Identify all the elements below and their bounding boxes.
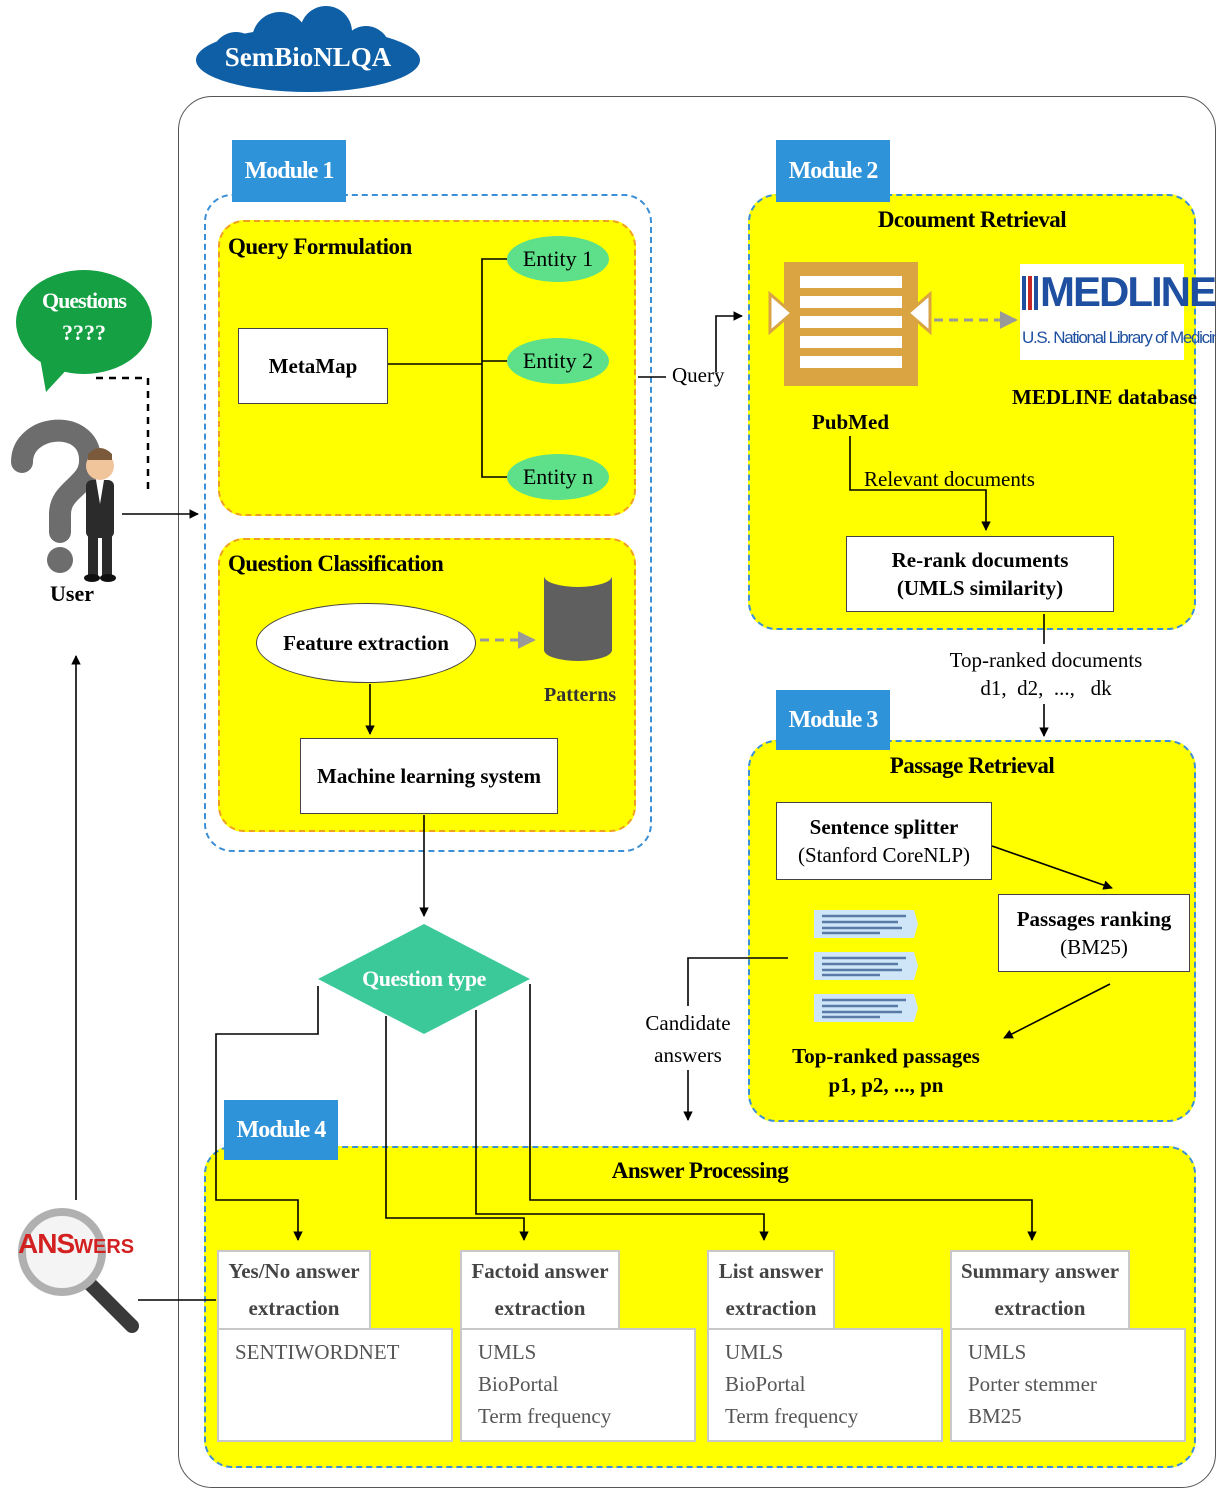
list-extraction-header: List answer extraction [707, 1250, 835, 1330]
passages-ranking-box: Passages ranking (BM25) [998, 894, 1190, 972]
candidate-answers-line1: Candidate [645, 1011, 731, 1035]
ranking-line1: Passages ranking [1016, 907, 1172, 931]
entity-2: Entity 2 [507, 338, 609, 384]
pubmed-label: PubMed [812, 410, 890, 434]
system-title: SemBioNLQA [224, 42, 392, 72]
top-passages-line1: Top-ranked passages [792, 1044, 980, 1068]
module3-title: Passage Retrieval [889, 753, 1055, 778]
candidate-answers-line2: answers [654, 1043, 722, 1067]
rerank-line1: Re-rank documents [891, 548, 1069, 572]
summary-item: Porter stemmer [968, 1372, 1097, 1396]
database-icon [544, 565, 612, 661]
pubmed-arrow-icons [768, 290, 932, 336]
summary-extraction-body: UMLS Porter stemmer BM25 [950, 1328, 1186, 1442]
question-type-diamond [318, 924, 530, 1034]
module1-tag: Module 1 [232, 140, 346, 202]
cloud-shape [196, 6, 420, 92]
user-label: User [50, 581, 94, 606]
answers-magnifier-icon [18, 1208, 139, 1333]
summary-head2: extraction [994, 1296, 1086, 1320]
entity-1: Entity 1 [507, 236, 609, 282]
feature-extraction-ellipse: Feature extraction [256, 603, 476, 683]
pubmed-icon [784, 262, 918, 386]
summary-head1: Summary answer [960, 1259, 1120, 1283]
speech-bubble-icon [16, 270, 152, 392]
query-formulation-title: Query Formulation [228, 234, 412, 259]
entity-n: Entity n [507, 454, 609, 500]
sentence-splitter-box: Sentence splitter (Stanford CoreNLP) [776, 802, 992, 880]
yesno-extraction-body: SENTIWORDNET [217, 1328, 453, 1442]
factoid-item: UMLS [478, 1340, 537, 1364]
relevant-docs-label: Relevant documents [864, 467, 1035, 491]
medline-logo-text: MEDLINE [1040, 268, 1216, 315]
summary-item: BM25 [968, 1404, 1022, 1428]
summary-item: UMLS [968, 1340, 1027, 1364]
yesno-head2: extraction [248, 1296, 340, 1320]
splitter-line1: Sentence splitter [809, 815, 959, 839]
splitter-line2: (Stanford CoreNLP) [797, 843, 971, 867]
metamap-box: MetaMap [238, 328, 388, 404]
factoid-item: Term frequency [478, 1404, 612, 1428]
module3-tag: Module 3 [776, 690, 890, 750]
medline-logo-subtitle: U.S. National Library of Medicine [1022, 328, 1216, 347]
list-item: UMLS [725, 1340, 784, 1364]
factoid-head2: extraction [494, 1296, 586, 1320]
module2-title: Dcoument Retrieval [877, 207, 1067, 232]
medline-db-label: MEDLINE database [1012, 385, 1197, 409]
ranking-line2: (BM25) [1060, 935, 1128, 959]
list-extraction-body: UMLS BioPortal Term frequency [707, 1328, 943, 1442]
answers-logo-part1: ANS [18, 1228, 75, 1259]
yesno-head1: Yes/No answer [228, 1259, 360, 1283]
bubble-line1: Questions [42, 288, 127, 313]
answers-logo-text: ANSWERS [18, 1228, 134, 1260]
question-classification-title: Question Classification [228, 551, 444, 576]
bubble-line2: ???? [62, 320, 106, 345]
answers-logo-part2: WERS [74, 1236, 135, 1258]
question-type-label: Question type [362, 966, 486, 991]
list-head2: extraction [725, 1296, 817, 1320]
module4-tag: Module 4 [224, 1100, 338, 1160]
factoid-head1: Factoid answer [471, 1259, 609, 1283]
list-item: BioPortal [725, 1372, 806, 1396]
top-ranked-docs-line2: d1, d2, ..., dk [980, 676, 1112, 700]
summary-extraction-header: Summary answer extraction [950, 1250, 1130, 1330]
list-head1: List answer [718, 1259, 824, 1283]
medline-logo: MEDLINE U.S. National Library of Medicin… [1020, 264, 1216, 360]
feature-extraction-label: Feature extraction [283, 630, 449, 655]
rerank-box: Re-rank documents (UMLS similarity) [846, 536, 1114, 612]
passages-icon [814, 910, 918, 1022]
top-passages-line2: p1, p2, ..., pn [828, 1073, 944, 1097]
ml-system-box: Machine learning system [300, 738, 558, 814]
top-ranked-docs-line1: Top-ranked documents [949, 648, 1143, 672]
module4-title: Answer Processing [611, 1158, 789, 1183]
user-question-mark-icon [11, 419, 116, 582]
factoid-extraction-header: Factoid answer extraction [460, 1250, 620, 1330]
yesno-item: SENTIWORDNET [235, 1340, 400, 1364]
factoid-item: BioPortal [478, 1372, 559, 1396]
rerank-line2: (UMLS similarity) [896, 576, 1064, 600]
patterns-label: Patterns [544, 684, 617, 706]
factoid-extraction-body: UMLS BioPortal Term frequency [460, 1328, 696, 1442]
module1-panel [204, 194, 652, 852]
yesno-extraction-header: Yes/No answer extraction [217, 1250, 371, 1330]
module2-tag: Module 2 [776, 140, 890, 202]
list-item: Term frequency [725, 1404, 859, 1428]
